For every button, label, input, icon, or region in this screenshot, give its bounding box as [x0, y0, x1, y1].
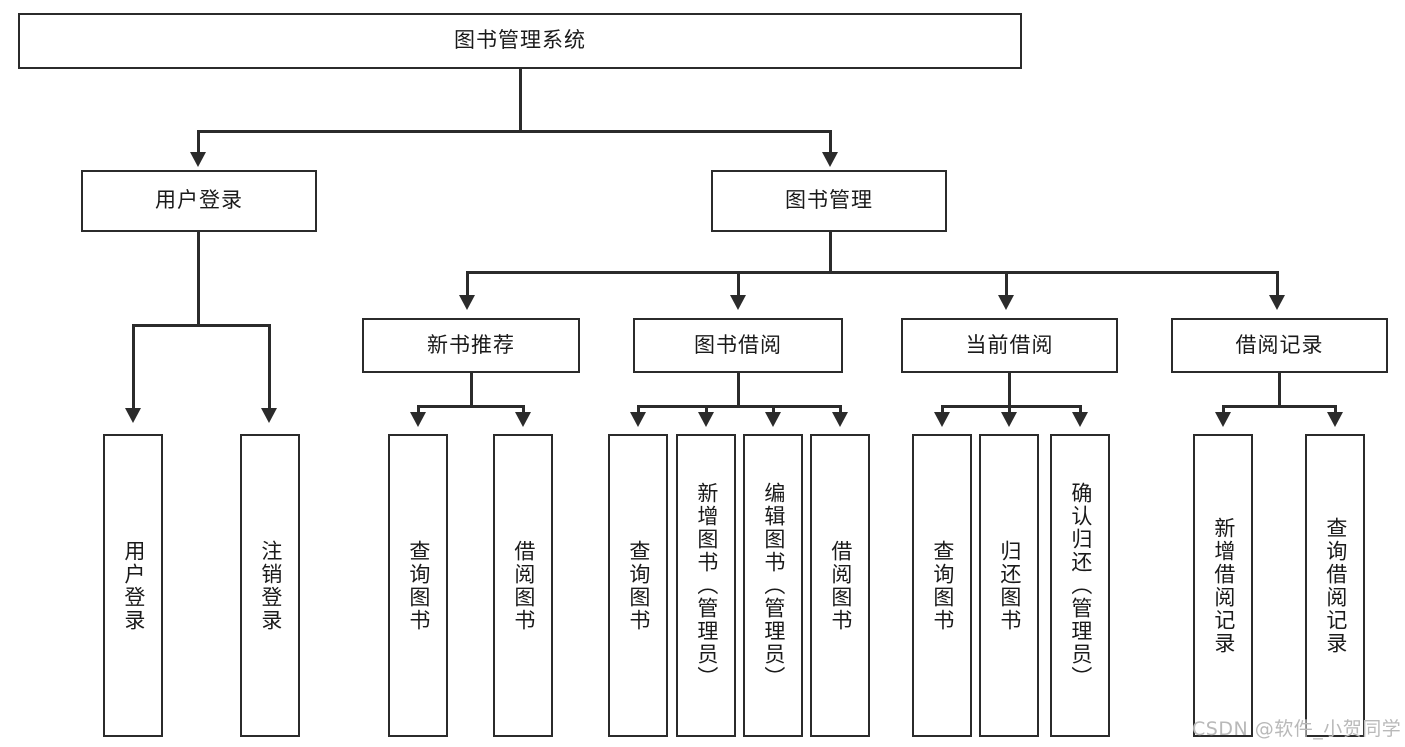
connector-current-borrow-drop-1 [941, 405, 944, 415]
leaf-new-book-borrow-book[interactable]: 借阅图书 [493, 434, 553, 737]
arrowhead-root-to-user-login [190, 152, 206, 167]
arrowhead-borrow-records-leaf-1 [1215, 412, 1231, 427]
leaf-label: 查询图书 [626, 539, 651, 632]
leaf-user-login-signout[interactable]: 注销登录 [240, 434, 300, 737]
node-label: 用户登录 [155, 188, 243, 213]
connector-book-manage-drop-4 [1276, 271, 1279, 298]
leaf-label: 确认归还（管理员） [1068, 482, 1093, 689]
leaf-borrow-records-add-record[interactable]: 新增借阅记录 [1193, 434, 1253, 737]
arrowhead-book-borrow-leaf-4 [832, 412, 848, 427]
connector-user-login-bar [132, 324, 271, 327]
connector-book-manage-drop-1 [466, 271, 469, 298]
leaf-label: 新增借阅记录 [1211, 516, 1236, 655]
leaf-label: 查询图书 [930, 539, 955, 632]
leaf-label: 查询图书 [406, 539, 431, 632]
node-root-system[interactable]: 图书管理系统 [18, 13, 1022, 69]
connector-book-borrow-drop-3 [772, 405, 775, 415]
connector-book-borrow-drop-1 [637, 405, 640, 415]
connector-new-book-bar [417, 405, 525, 408]
connector-user-login-drop-2 [268, 324, 271, 412]
connector-current-borrow-bar [941, 405, 1082, 408]
connector-borrow-records-bar [1222, 405, 1337, 408]
arrowhead-current-borrow-leaf-2 [1001, 412, 1017, 427]
arrowhead-to-borrow-records [1269, 295, 1285, 310]
connector-root-stem [519, 69, 522, 132]
connector-book-borrow-drop-2 [705, 405, 708, 415]
node-label: 当前借阅 [965, 332, 1054, 357]
leaf-label: 注销登录 [258, 539, 283, 632]
leaf-label: 用户登录 [121, 539, 146, 632]
leaf-book-borrow-edit-book[interactable]: 编辑图书（管理员） [743, 434, 803, 737]
connector-root-drop-1 [197, 130, 200, 155]
arrowhead-new-book-leaf-2 [515, 412, 531, 427]
connector-book-manage-stem [829, 232, 832, 274]
arrowhead-book-borrow-leaf-3 [765, 412, 781, 427]
node-borrow-records[interactable]: 借阅记录 [1171, 318, 1388, 373]
connector-current-borrow-drop-3 [1079, 405, 1082, 415]
arrowhead-current-borrow-leaf-3 [1072, 412, 1088, 427]
connector-borrow-records-stem [1278, 373, 1281, 408]
node-user-login[interactable]: 用户登录 [81, 170, 317, 232]
leaf-label: 新增图书（管理员） [694, 482, 719, 689]
connector-book-manage-drop-2 [737, 271, 740, 298]
leaf-book-borrow-borrow-book[interactable]: 借阅图书 [810, 434, 870, 737]
connector-borrow-records-drop-2 [1334, 405, 1337, 415]
leaf-label: 查询借阅记录 [1323, 516, 1348, 655]
node-label: 图书管理 [785, 188, 873, 213]
leaf-label: 借阅图书 [828, 539, 853, 632]
connector-new-book-stem [470, 373, 473, 408]
node-label: 新书推荐 [427, 332, 515, 357]
connector-root-drop-2 [829, 130, 832, 155]
leaf-book-borrow-query-book[interactable]: 查询图书 [608, 434, 668, 737]
node-book-borrow[interactable]: 图书借阅 [633, 318, 843, 373]
arrowhead-to-book-borrow [730, 295, 746, 310]
arrowhead-book-borrow-leaf-1 [630, 412, 646, 427]
node-current-borrow[interactable]: 当前借阅 [901, 318, 1118, 373]
leaf-book-borrow-add-book[interactable]: 新增图书（管理员） [676, 434, 736, 737]
connector-book-borrow-drop-4 [839, 405, 842, 415]
connector-book-manage-bar [466, 271, 1279, 274]
leaf-label: 归还图书 [997, 539, 1022, 632]
leaf-user-login-signin[interactable]: 用户登录 [103, 434, 163, 737]
leaf-current-borrow-return-book[interactable]: 归还图书 [979, 434, 1039, 737]
arrowhead-to-current-borrow [998, 295, 1014, 310]
node-book-management[interactable]: 图书管理 [711, 170, 947, 232]
arrowhead-user-login-leaf-2 [261, 408, 277, 423]
connector-current-borrow-stem [1008, 373, 1011, 408]
leaf-borrow-records-query-record[interactable]: 查询借阅记录 [1305, 434, 1365, 737]
connector-book-borrow-bar [637, 405, 842, 408]
arrowhead-user-login-leaf-1 [125, 408, 141, 423]
csdn-watermark: CSDN @软件_小贺同学 [1192, 718, 1402, 740]
node-label: 图书借阅 [694, 332, 782, 357]
leaf-label: 编辑图书（管理员） [761, 482, 786, 689]
connector-new-book-drop-2 [522, 405, 525, 415]
node-new-book-recommend[interactable]: 新书推荐 [362, 318, 580, 373]
leaf-current-borrow-query-book[interactable]: 查询图书 [912, 434, 972, 737]
connector-book-manage-drop-3 [1005, 271, 1008, 298]
connector-borrow-records-drop-1 [1222, 405, 1225, 415]
leaf-new-book-query-book[interactable]: 查询图书 [388, 434, 448, 737]
connector-user-login-drop-1 [132, 324, 135, 412]
leaf-current-borrow-confirm-return[interactable]: 确认归还（管理员） [1050, 434, 1110, 737]
connector-user-login-stem [197, 232, 200, 327]
connector-book-borrow-stem [737, 373, 740, 408]
arrowhead-to-new-book-recommend [459, 295, 475, 310]
node-label: 图书管理系统 [454, 28, 586, 53]
arrowhead-borrow-records-leaf-2 [1327, 412, 1343, 427]
arrowhead-root-to-book-manage [822, 152, 838, 167]
arrowhead-new-book-leaf-1 [410, 412, 426, 427]
connector-root-bar [197, 130, 832, 133]
arrowhead-current-borrow-leaf-1 [934, 412, 950, 427]
node-label: 借阅记录 [1235, 332, 1324, 357]
connector-current-borrow-drop-2 [1008, 405, 1011, 415]
leaf-label: 借阅图书 [511, 539, 536, 632]
connector-new-book-drop-1 [417, 405, 420, 415]
arrowhead-book-borrow-leaf-2 [698, 412, 714, 427]
